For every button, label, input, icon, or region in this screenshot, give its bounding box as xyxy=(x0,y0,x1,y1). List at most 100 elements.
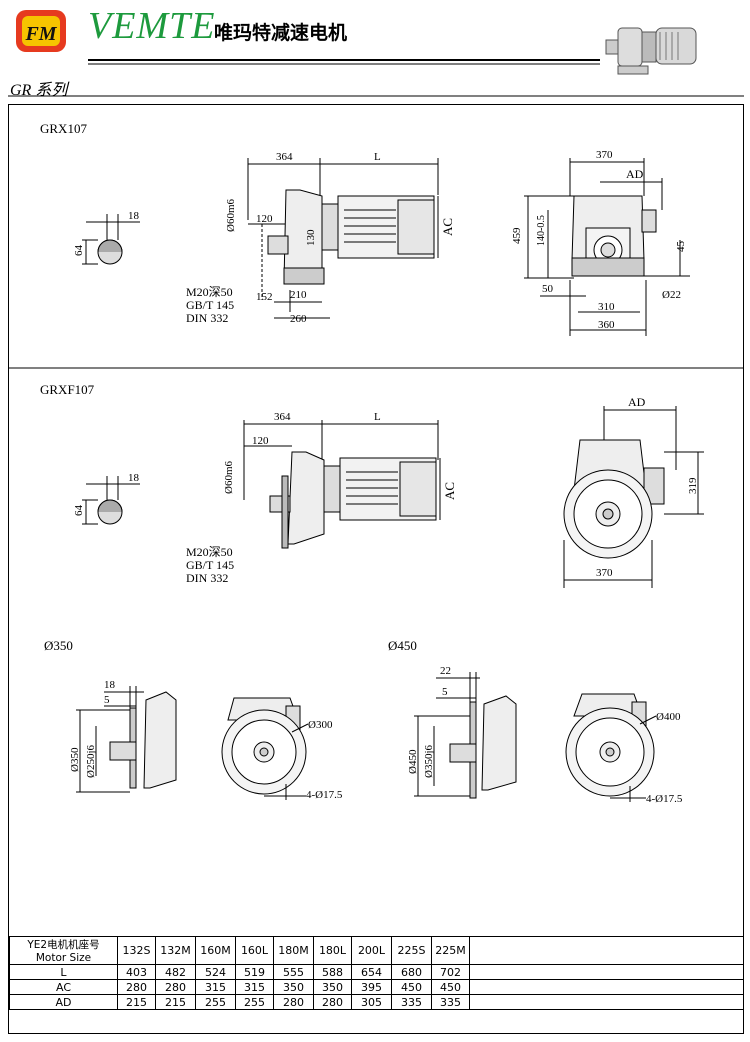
table-header-cell: YE2电机机座号 Motor Size xyxy=(9,936,118,965)
value-cell: 315 xyxy=(195,979,236,995)
grx-dim-360: 360 xyxy=(598,319,615,331)
value-cell: 395 xyxy=(351,979,392,995)
value-cell: 280 xyxy=(313,994,352,1010)
grx-dim-152: 152 xyxy=(256,291,273,303)
value-cell: 280 xyxy=(273,994,314,1010)
grx-front-view xyxy=(524,158,690,336)
row-label: AC xyxy=(9,979,118,995)
grx-dim-120: 120 xyxy=(256,213,273,225)
header-cn: YE2电机机座号 xyxy=(27,939,100,951)
grxf-shaft-section xyxy=(82,476,140,525)
empty-cell xyxy=(469,936,744,965)
size-cell: 200L xyxy=(351,936,392,965)
grxf-dim-370: 370 xyxy=(596,567,613,579)
flange450-dim-400: Ø400 xyxy=(656,711,681,723)
grx-dim-260: 260 xyxy=(290,313,307,325)
grx-dim-18: 18 xyxy=(128,210,140,222)
value-cell: 255 xyxy=(195,994,236,1010)
row-label: L xyxy=(9,964,118,980)
value-cell: 450 xyxy=(391,979,432,995)
table-row: AD 215 215 255 255 280 280 305 335 335 xyxy=(9,994,744,1010)
grx-dim-210: 210 xyxy=(290,289,307,301)
value-cell: 450 xyxy=(431,979,470,995)
flange450-side-view xyxy=(414,672,517,799)
grx-dim-L: L xyxy=(374,151,381,163)
grxf-side-view xyxy=(243,420,441,549)
value-cell: 315 xyxy=(235,979,274,995)
grxf-dim-64: 64 xyxy=(73,505,85,517)
grxf-dim-L: L xyxy=(374,411,381,423)
grx-note-m20: M20深50 xyxy=(186,285,233,299)
grx-dim-50: 50 xyxy=(542,283,554,295)
size-cell: 160L xyxy=(235,936,274,965)
row-label: AD xyxy=(9,994,118,1010)
grxf-dim-120: 120 xyxy=(252,435,269,447)
value-cell: 588 xyxy=(313,964,352,980)
value-cell: 335 xyxy=(431,994,470,1010)
flange350-title: Ø350 xyxy=(44,638,73,653)
grx-dim-310: 310 xyxy=(598,301,615,313)
value-cell: 280 xyxy=(155,979,196,995)
flange450-title: Ø450 xyxy=(388,638,417,653)
value-cell: 519 xyxy=(235,964,274,980)
grx-dim-130: 130 xyxy=(305,229,317,246)
table-header-row: YE2电机机座号 Motor Size 132S 132M 160M 160L … xyxy=(9,936,744,965)
grx-dim-22: Ø22 xyxy=(662,289,681,301)
logo-text: FM xyxy=(24,23,57,45)
value-cell: 305 xyxy=(351,994,392,1010)
grx-dim-64: 64 xyxy=(73,245,85,257)
grx-dim-370: 370 xyxy=(596,149,613,161)
value-cell: 215 xyxy=(155,994,196,1010)
grxf-dim-d60: Ø60m6 xyxy=(223,461,235,495)
grxf-title: GRXF107 xyxy=(40,382,95,397)
value-cell: 654 xyxy=(351,964,392,980)
flange450-dim-450: Ø450 xyxy=(407,749,419,774)
value-cell: 255 xyxy=(235,994,274,1010)
motor-size-table: YE2电机机座号 Motor Size 132S 132M 160M 160L … xyxy=(9,936,744,1010)
flange350-holes: 4-Ø17.5 xyxy=(306,789,343,801)
flange450-holes: 4-Ø17.5 xyxy=(646,793,683,805)
series-title: GR 系列 xyxy=(10,82,68,99)
grx-dim-AD: AD xyxy=(626,167,644,181)
value-cell: 350 xyxy=(313,979,352,995)
empty-cell xyxy=(469,964,744,980)
size-cell: 180L xyxy=(313,936,352,965)
value-cell: 555 xyxy=(273,964,314,980)
grx-dim-AC: AC xyxy=(440,218,455,236)
table-row: L 403 482 524 519 555 588 654 680 702 xyxy=(9,964,744,980)
header-en: Motor Size xyxy=(35,952,92,964)
brand-name-cn: 唯玛特减速电机 xyxy=(214,22,348,44)
flange350-dim-250: Ø250j6 xyxy=(85,745,97,779)
size-cell: 160M xyxy=(195,936,236,965)
value-cell: 335 xyxy=(391,994,432,1010)
value-cell: 215 xyxy=(117,994,156,1010)
grx-dim-459: 459 xyxy=(511,227,523,244)
grxf-dim-AC: AC xyxy=(442,482,457,500)
grxf-note-din: DIN 332 xyxy=(186,571,228,585)
logo-inner xyxy=(22,16,60,46)
brand-name: VEMTE xyxy=(88,5,216,47)
grx-shaft-section xyxy=(82,214,140,265)
grxf-front-view xyxy=(563,406,704,588)
flange350-dim-300: Ø300 xyxy=(308,719,333,731)
flange450-dim-22: 22 xyxy=(440,665,451,677)
grx-dim-364: 364 xyxy=(276,151,293,163)
brand-logo: FM xyxy=(14,6,68,56)
size-cell: 225S xyxy=(391,936,432,965)
flange350-dim-5: 5 xyxy=(104,694,110,706)
value-cell: 524 xyxy=(195,964,236,980)
flange450-dim-5: 5 xyxy=(442,686,448,698)
grxf-dim-18: 18 xyxy=(128,472,140,484)
grxf-note-m20: M20深50 xyxy=(186,545,233,559)
drawing-frame xyxy=(8,104,744,1034)
flange450-dim-350: Ø350j6 xyxy=(423,745,435,779)
value-cell: 350 xyxy=(273,979,314,995)
table-row: AC 280 280 315 315 350 350 395 450 450 xyxy=(9,979,744,995)
value-cell: 680 xyxy=(391,964,432,980)
grx-dim-45: 45 xyxy=(675,241,687,253)
technical-drawing: GRX107 18 64 364 L 120 xyxy=(8,121,744,805)
size-cell: 225M xyxy=(431,936,470,965)
flange350-side-view xyxy=(76,686,177,793)
grxf-dim-319: 319 xyxy=(687,477,699,494)
size-cell: 180M xyxy=(273,936,314,965)
